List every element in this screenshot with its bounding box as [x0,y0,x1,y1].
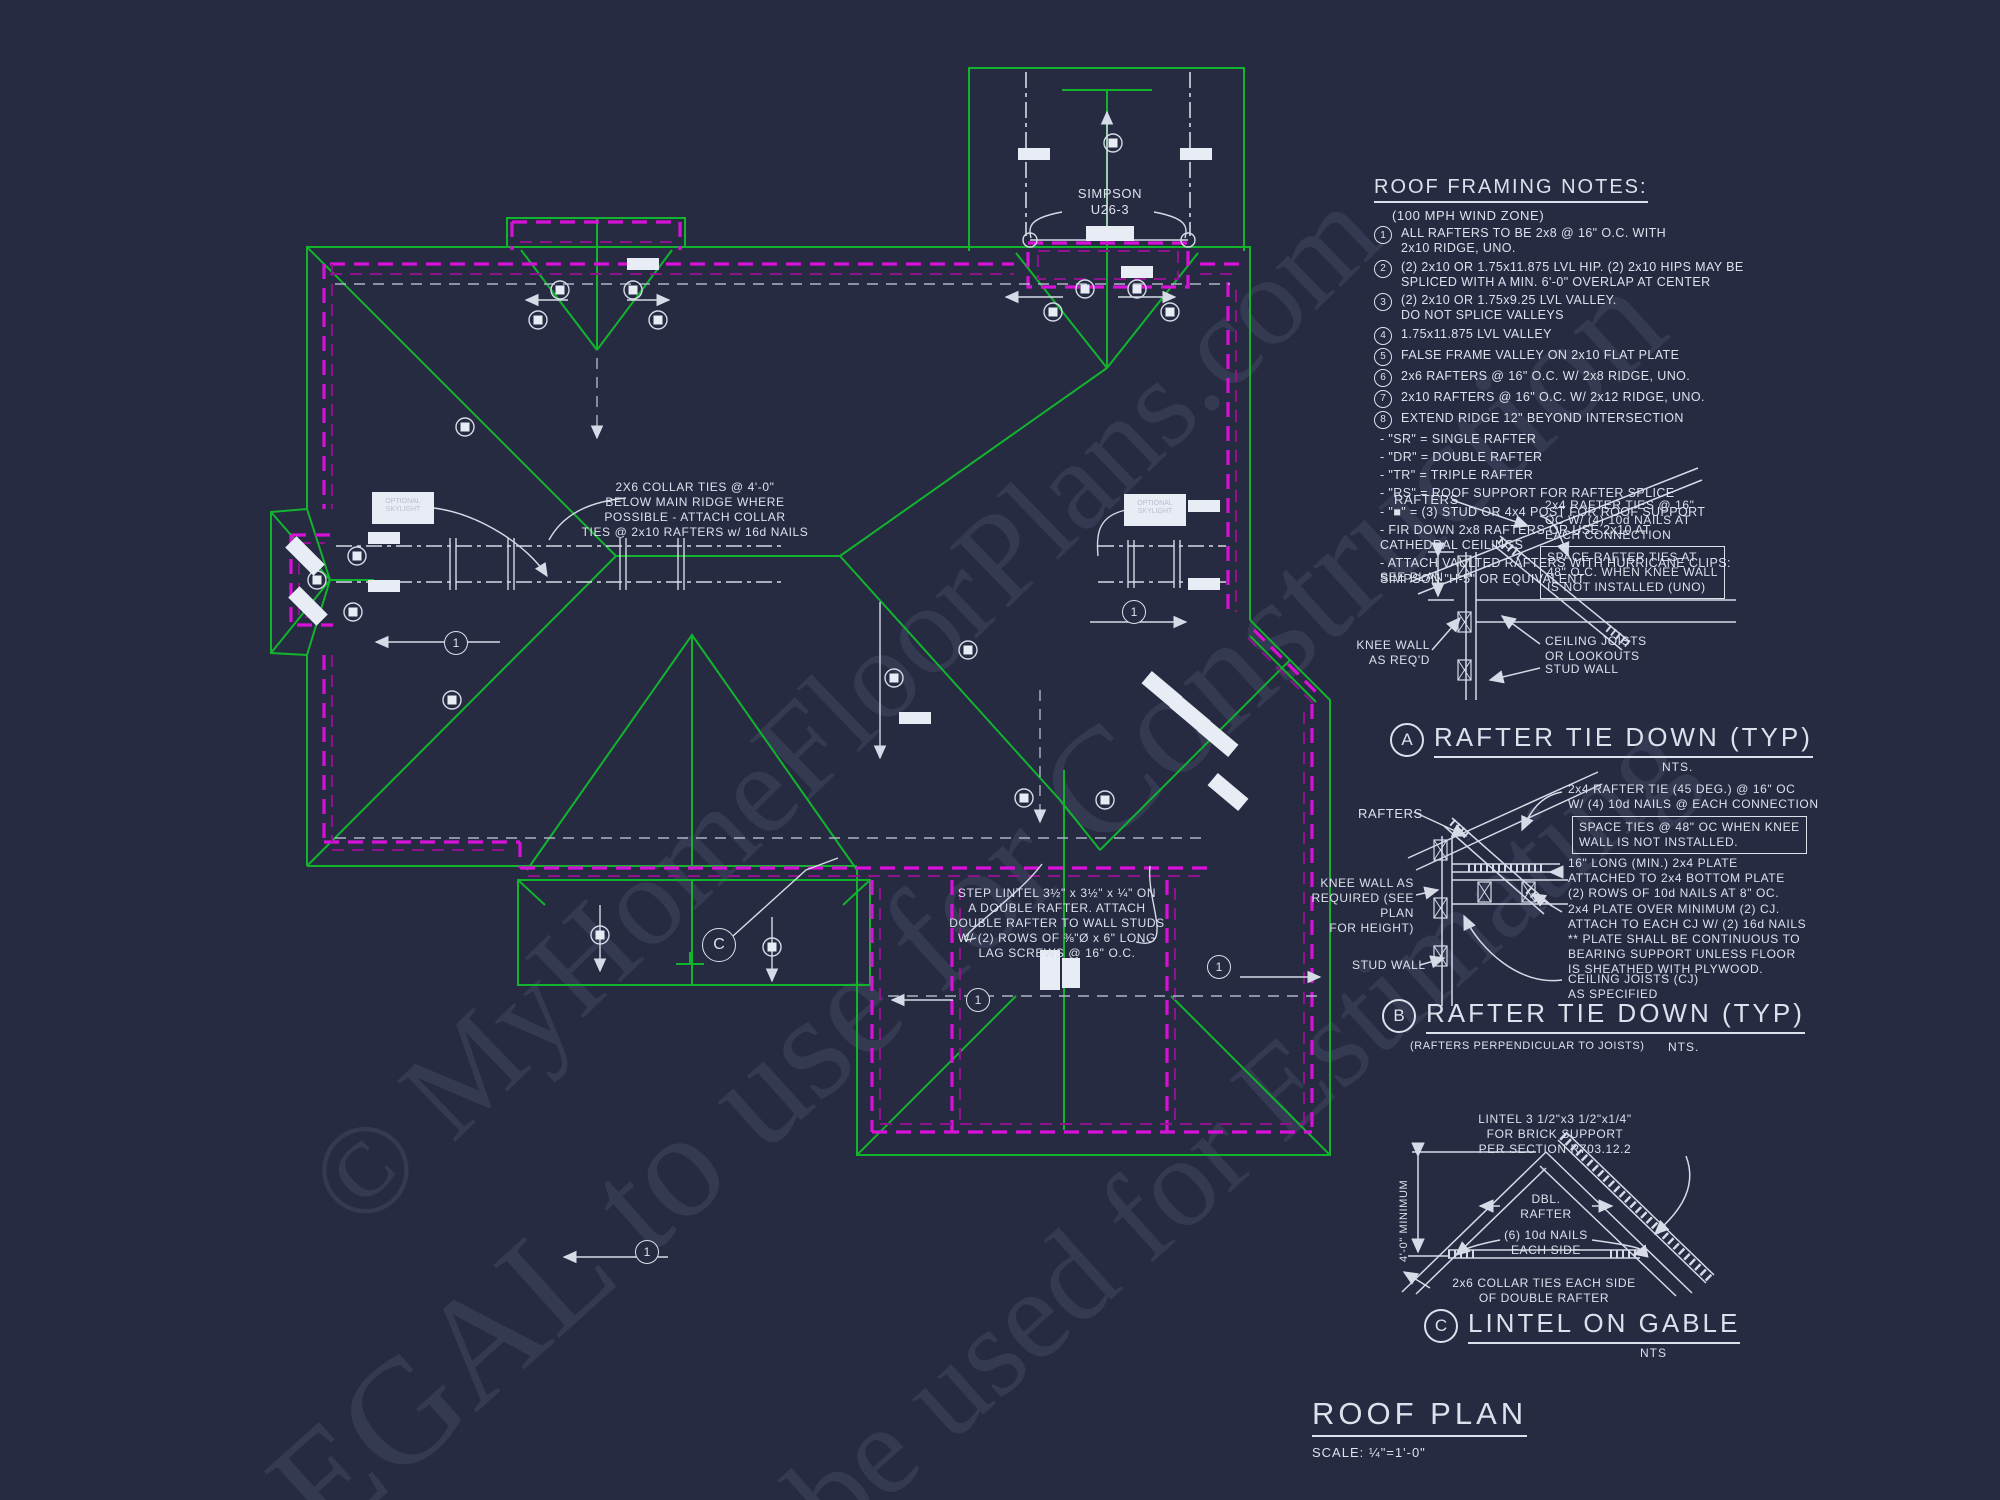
skylight-tag-right: OPTIONAL SKYLIGHT [1137,500,1173,516]
detail-a-knee-wall-label: KNEE WALL AS REQ'D [1356,638,1430,667]
note-ref-5: 1 [635,1240,659,1264]
post-symbols [307,133,1180,957]
detail-b-knee-wall-label: KNEE WALL AS REQUIRED (SEE PLAN FOR HEIG… [1311,876,1414,935]
roof-green-lines [270,67,1331,1156]
plan-white-dashed [335,283,1318,997]
note-ref-2: 1 [1122,600,1146,624]
detail-a-see-plan-label: SEE PLAN [1380,570,1444,584]
detail-c-nails-label: (6) 10d NAILS EACH SIDE [1504,1228,1588,1257]
note-item: 5 FALSE FRAME VALLEY ON 2x10 FLAT PLATE [1374,347,1804,366]
detail-c-nts: NTS [1640,1346,1667,1360]
detail-a-stud-wall-label: STUD WALL [1545,662,1619,676]
detail-c-bubble: C [1424,1309,1458,1343]
collar-tie-note: 2X6 COLLAR TIES @ 4'-0" BELOW MAIN RIDGE… [581,480,809,539]
legend-item: - "DR" = DOUBLE RAFTER [1380,449,1543,464]
note-item: 3 (2) 2x10 OR 1.75x9.25 LVL VALLEY. DO NO… [1374,293,1804,324]
detail-c-dimension: 4'-0" MINIMUM [1398,1179,1410,1262]
note-text: EXTEND RIDGE 12" BEYOND INTERSECTION [1401,410,1684,425]
note-text: (2) 2x10 OR 1.75x9.25 LVL VALLEY. DO NOT… [1401,293,1617,323]
skylight-tag-left: OPTIONAL SKYLIGHT [385,498,421,514]
legend-item: - "TR" = TRIPLE RAFTER [1380,468,1534,482]
note-item: 8 EXTEND RIDGE 12" BEYOND INTERSECTION [1374,410,1804,429]
detail-b-rafters-label: RAFTERS [1358,806,1423,821]
note-number: 7 [1374,389,1392,408]
detail-a-rafters-label: RAFTERS [1394,492,1459,507]
detail-a-title-text: RAFTER TIE DOWN (TYP) [1434,722,1813,758]
note-text: ALL RAFTERS TO BE 2x8 @ 16" O.C. WITH 2x… [1401,226,1667,256]
detail-a-boxed-note: SPACE RAFTER TIES AT 48" O.C. WHEN KNEE … [1540,546,1725,599]
detail-b-subtitle: (RAFTERS PERPENDICULAR TO JOISTS) [1410,1040,1645,1052]
detail-a-nts: NTS. [1662,760,1694,774]
detail-b-plate-note: 16" LONG (MIN.) 2x4 PLATE ATTACHED TO 2x… [1568,856,1785,900]
note-item: 1 ALL RAFTERS TO BE 2x8 @ 16" O.C. WITH 2… [1374,226,1804,257]
legend-item: - "RS" = ROOF SUPPORT FOR RAFTER SPLICE [1380,486,1675,501]
detail-c-lines [1401,1131,1715,1297]
detail-c-collar-label: 2x6 COLLAR TIES EACH SIDE OF DOUBLE RAFT… [1452,1276,1636,1305]
detail-b-tie-note: 2x4 RAFTER TIE (45 DEG.) @ 16" OC W/ (4)… [1568,782,1819,811]
legend-item: - "SR" = SINGLE RAFTER [1380,431,1537,446]
legend-item: - "■" = (3) STUD OR 4x4 POST FOR ROOF SU… [1380,504,1706,519]
note-ref-4: 1 [966,988,990,1012]
detail-b-nts: NTS. [1668,1040,1700,1054]
note-ref-1: 1 [444,631,468,655]
note-number: 8 [1374,410,1392,429]
note-text: (2) 2x10 OR 1.75x11.875 LVL HIP. (2) 2x1… [1401,259,1744,289]
note-number: 3 [1374,293,1392,311]
framing-tags [285,148,1249,990]
note-number: 2 [1374,259,1392,278]
legend-item: - FIR DOWN 2x8 RAFTERS OR USE 2x10 AT CA… [1380,522,1651,552]
detail-b-lines [1407,771,1603,1006]
detail-b-cj-plate-note: 2x4 PLATE OVER MINIMUM (2) CJ. ATTACH TO… [1568,902,1807,976]
note-item: 7 2x10 RAFTERS @ 16" O.C. W/ 2x12 RIDGE, … [1374,389,1804,408]
simpson-hanger-label: SIMPSON U26-3 [1077,186,1143,218]
detail-a-ceiling-label: CEILING JOISTS OR LOOKOUTS [1545,634,1647,663]
sheet-scale: SCALE: ¼"=1'-0" [1312,1445,1426,1460]
notes-title: ROOF FRAMING NOTES: [1374,176,1648,203]
detail-c-lintel-note: LINTEL 3 1/2"x3 1/2"x1/4" FOR BRICK SUPP… [1478,1112,1632,1156]
note-text: 2x6 RAFTERS @ 16" O.C. W/ 2x8 RIDGE, UNO… [1401,368,1691,383]
step-lintel-note: STEP LINTEL 3½" x 3½" x ¼" ON A DOUBLE R… [949,886,1165,960]
detail-b-boxed-note: SPACE TIES @ 48" OC WHEN KNEE WALL IS NO… [1572,816,1807,854]
wall-lines-bright [289,220,1324,1134]
detail-c-ref-bubble: C [702,928,736,962]
note-number: 6 [1374,368,1392,387]
detail-c-title: C LINTEL ON GABLE [1424,1308,1741,1344]
detail-a-bubble: A [1390,723,1424,757]
detail-b-cj-note: CEILING JOISTS (CJ) AS SPECIFIED [1568,972,1699,1001]
detail-c-dbl-rafter-label: DBL. RAFTER [1520,1192,1572,1221]
detail-a-tie-note: 2x4 RAFTER TIES @ 16" OC W/ (4) 10d NAIL… [1545,498,1695,542]
note-item: 2 (2) 2x10 OR 1.75x11.875 LVL HIP. (2) 2x… [1374,259,1804,291]
detail-b-title-text: RAFTER TIE DOWN (TYP) [1426,998,1805,1034]
note-text: 2x10 RAFTERS @ 16" O.C. W/ 2x12 RIDGE, U… [1401,389,1705,404]
note-item: 6 2x6 RAFTERS @ 16" O.C. W/ 2x8 RIDGE, UN… [1374,368,1804,387]
sheet-title-block: ROOF PLAN SCALE: ¼"=1'-0" [1312,1396,1528,1460]
roof-framing-notes: ROOF FRAMING NOTES: (100 MPH WIND ZONE) … [1374,176,1804,590]
detail-c-title-text: LINTEL ON GABLE [1468,1308,1741,1344]
legend-item: - ATTACH VAULTED RAFTERS WITH HURRICANE … [1380,556,1731,586]
sheet-title: ROOF PLAN [1312,1396,1528,1437]
note-number: 4 [1374,326,1392,345]
detail-a-lines [1409,467,1736,700]
note-text: FALSE FRAME VALLEY ON 2x10 FLAT PLATE [1401,347,1680,362]
detail-b-title: B RAFTER TIE DOWN (TYP) [1382,998,1805,1034]
note-item: 4 1.75x11.875 LVL VALLEY [1374,326,1804,345]
note-number: 1 [1374,226,1392,244]
detail-a-title: A RAFTER TIE DOWN (TYP) [1390,722,1813,758]
detail-b-stud-wall-label: STUD WALL [1352,958,1426,972]
note-ref-3: 1 [1207,955,1231,979]
notes-subtitle: (100 MPH WIND ZONE) [1392,208,1545,223]
detail-b-bubble: B [1382,999,1416,1033]
note-text: 1.75x11.875 LVL VALLEY [1401,326,1552,341]
note-number: 5 [1374,347,1392,366]
